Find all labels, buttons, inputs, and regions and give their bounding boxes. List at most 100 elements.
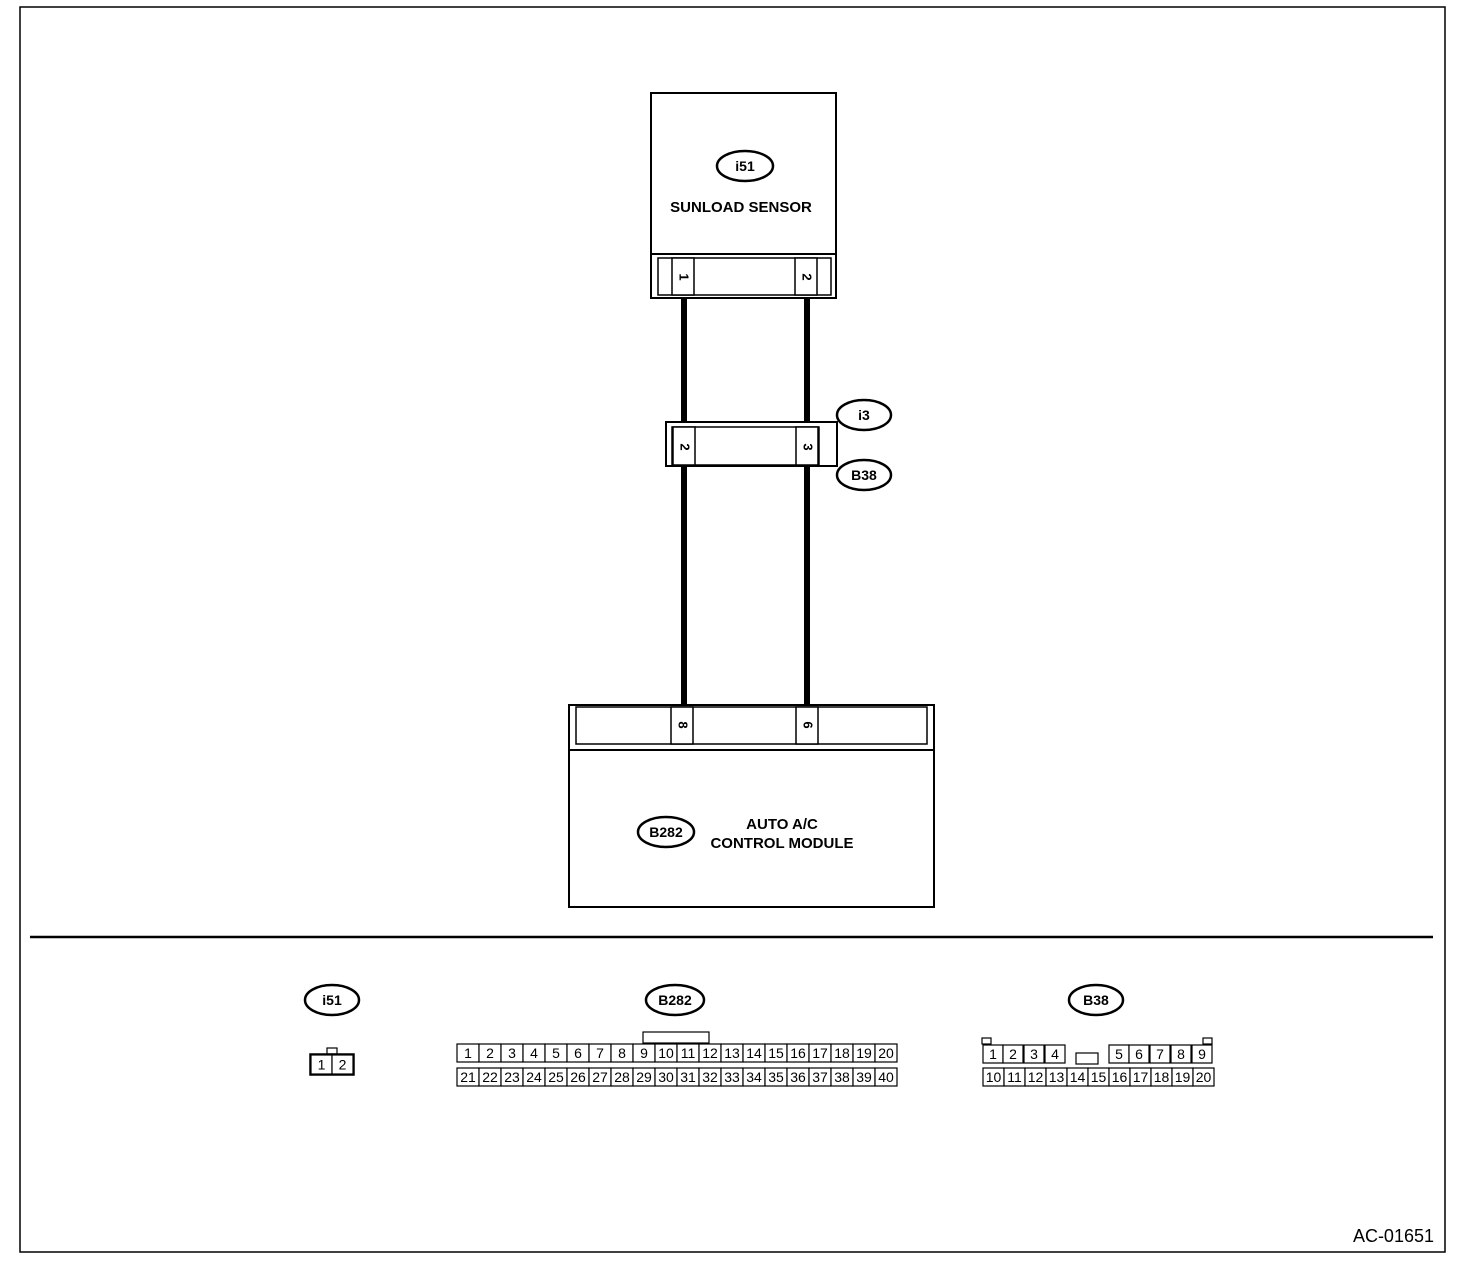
pin-number: 10: [658, 1045, 674, 1061]
joint-connector-inner: [671, 426, 820, 466]
module-pin-label: 8: [676, 721, 691, 728]
pin-number: 17: [812, 1045, 828, 1061]
sunload-sensor: i51 SUNLOAD SENSOR 1 2: [650, 92, 837, 299]
sensor-pin-label: 1: [677, 273, 692, 280]
pin-number: 10: [986, 1069, 1002, 1085]
pin-number: 5: [552, 1045, 560, 1061]
module-pin-box: [795, 706, 819, 745]
pin-number: 27: [592, 1069, 608, 1085]
pin-number: 37: [812, 1069, 828, 1085]
wires: [681, 297, 810, 708]
pin-number: 13: [1049, 1069, 1065, 1085]
module-label-line1: AUTO A/C: [746, 816, 818, 833]
pin-number: 12: [1028, 1069, 1044, 1085]
pin-cell: [874, 1043, 898, 1063]
pin-number: 4: [1051, 1046, 1059, 1062]
module-label-line2: CONTROL MODULE: [710, 835, 853, 852]
joint-upper-id: i3: [858, 407, 870, 423]
module-pin-label: 6: [801, 721, 816, 728]
pin-number: 8: [1177, 1046, 1185, 1062]
joint-connector: 2 3 i3 B38: [665, 398, 893, 492]
pin-cell: [331, 1054, 354, 1075]
view-i51-badge: [303, 983, 361, 1017]
joint-pin-label: 3: [801, 443, 816, 450]
joint-lower-badge: [835, 458, 893, 492]
view-b282-id: B282: [658, 992, 692, 1008]
sensor-pin-box: [794, 257, 818, 296]
module-connector-badge: [636, 815, 696, 849]
view-b282-badge: [644, 983, 706, 1017]
pin-number: 20: [1196, 1069, 1212, 1085]
pin-number: 9: [640, 1045, 648, 1061]
module-connector-id: B282: [649, 824, 683, 840]
pin-number: 38: [834, 1069, 850, 1085]
pin-number: 1: [318, 1057, 326, 1073]
sensor-pin-box: [671, 257, 695, 296]
pin-cell: [1170, 1044, 1192, 1064]
pin-number: 15: [768, 1045, 784, 1061]
pin-number: 35: [768, 1069, 784, 1085]
pin-number: 9: [1198, 1046, 1206, 1062]
pin-number: 11: [1007, 1069, 1022, 1085]
view-i51-id: i51: [322, 992, 342, 1008]
view-b38-latch-left: [981, 1037, 992, 1045]
sensor-pin-label: 2: [800, 273, 815, 280]
pin-number: 24: [526, 1069, 542, 1085]
joint-lower-id: B38: [851, 467, 877, 483]
pin-number: 36: [790, 1069, 806, 1085]
module-body: [568, 749, 935, 908]
pin-number: 1: [464, 1045, 472, 1061]
pin-number: 14: [1070, 1069, 1086, 1085]
pin-cell: [1191, 1044, 1213, 1064]
view-b38-badge: [1067, 983, 1125, 1017]
control-module: 8 6 B282 AUTO A/C CONTROL MODULE: [568, 704, 935, 908]
pin-cell: [1192, 1067, 1215, 1087]
view-b38-key: [1075, 1052, 1099, 1065]
joint-pin-box: [795, 426, 819, 466]
pin-number: 2: [339, 1057, 347, 1073]
pin-number: 25: [548, 1069, 564, 1085]
diagram-id: AC-01651: [1353, 1226, 1434, 1246]
sensor-label: SUNLOAD SENSOR: [670, 199, 812, 216]
pin-cell: [1002, 1044, 1024, 1064]
view-b38-id: B38: [1083, 992, 1109, 1008]
joint-pin-label: 2: [678, 443, 693, 450]
pin-number: 26: [570, 1069, 586, 1085]
pin-number: 14: [746, 1045, 762, 1061]
pin-number: 34: [746, 1069, 762, 1085]
pin-cell: [1044, 1044, 1066, 1064]
pin-number: 16: [1112, 1069, 1128, 1085]
pin-cell: [874, 1067, 898, 1087]
pin-number: 16: [790, 1045, 806, 1061]
pin-number: 33: [724, 1069, 740, 1085]
pin-number: 28: [614, 1069, 630, 1085]
pin-number: 3: [508, 1045, 516, 1061]
pin-number: 4: [530, 1045, 538, 1061]
sensor-connector-id: i51: [735, 158, 755, 174]
pin-number: 6: [574, 1045, 582, 1061]
pin-number: 12: [702, 1045, 718, 1061]
pin-number: 20: [878, 1045, 894, 1061]
module-connector-inner: [575, 706, 928, 745]
pin-number: 17: [1133, 1069, 1149, 1085]
pin-number: 30: [658, 1069, 674, 1085]
view-b38-latch-right: [1202, 1037, 1213, 1045]
diagram-border: [19, 6, 1446, 1253]
pin-number: 3: [1030, 1046, 1038, 1062]
pin-number: 18: [834, 1045, 850, 1061]
pin-number: 19: [1175, 1069, 1191, 1085]
pin-cell: [1023, 1044, 1045, 1064]
pin-number: 11: [681, 1045, 696, 1061]
pin-number: 2: [486, 1045, 494, 1061]
pin-number: 40: [878, 1069, 894, 1085]
pin-number: 29: [636, 1069, 652, 1085]
pin-number: 22: [482, 1069, 498, 1085]
view-i51-latch: [326, 1047, 338, 1055]
pin-number: 1: [989, 1046, 997, 1062]
pin-number: 7: [596, 1045, 604, 1061]
pin-number: 31: [680, 1069, 696, 1085]
pin-number: 13: [724, 1045, 740, 1061]
